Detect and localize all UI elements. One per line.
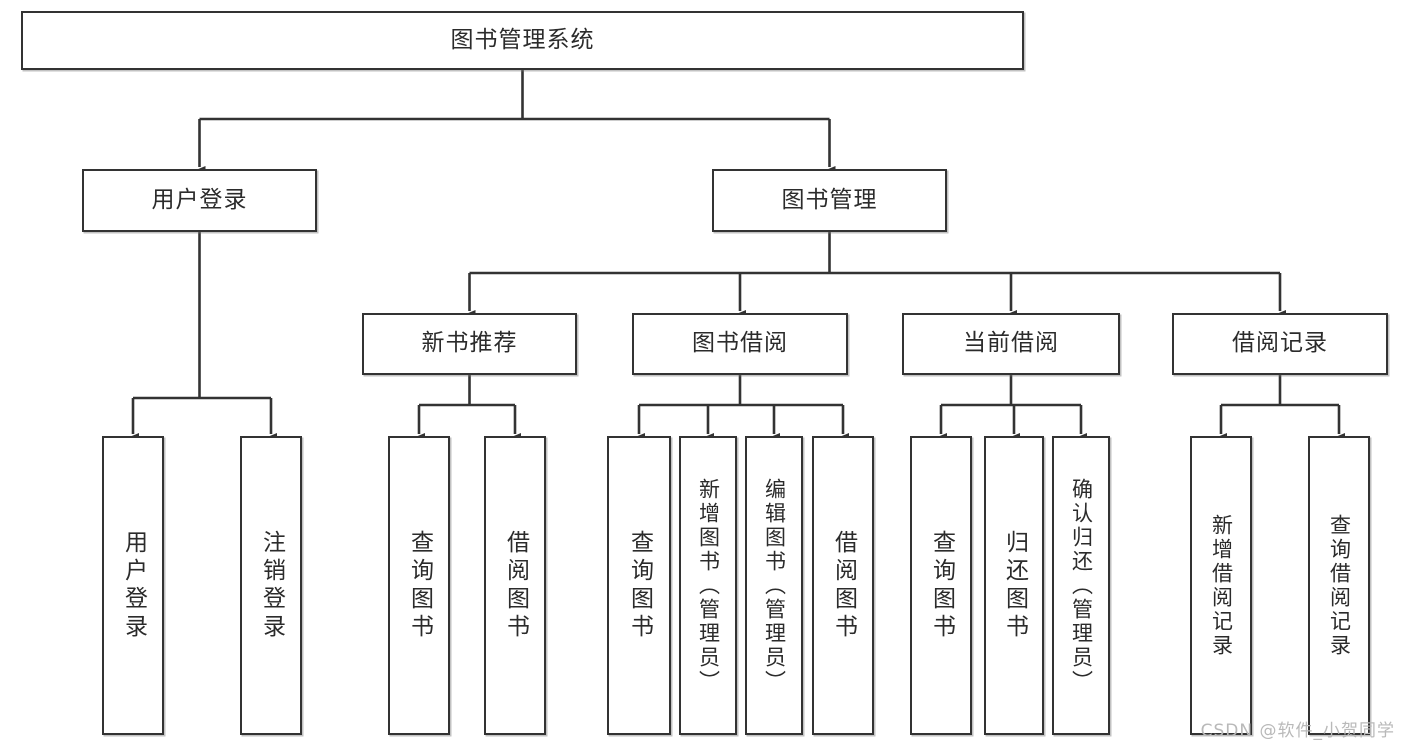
leaf-label-leaf-borrow-book-2: 借阅图书 bbox=[830, 529, 857, 642]
leaf-leaf-borrow-book-2[interactable]: 借阅图书 bbox=[812, 436, 874, 735]
leaf-leaf-user-login[interactable]: 用户登录 bbox=[102, 436, 164, 735]
leaf-leaf-return-book[interactable]: 归还图书 bbox=[984, 436, 1044, 735]
leaf-label-leaf-add-book-admin: 新增图书（管理员） bbox=[696, 477, 721, 694]
leaf-leaf-confirm-return-admin[interactable]: 确认归还（管理员） bbox=[1052, 436, 1110, 735]
node-book-management[interactable]: 图书管理 bbox=[712, 169, 947, 232]
node-user-login[interactable]: 用户登录 bbox=[82, 169, 317, 232]
leaf-leaf-borrow-book-1[interactable]: 借阅图书 bbox=[484, 436, 546, 735]
node-label-book-borrow: 图书借阅 bbox=[692, 330, 788, 357]
leaf-label-leaf-edit-book-admin: 编辑图书（管理员） bbox=[762, 477, 787, 694]
leaf-leaf-query-record[interactable]: 查询借阅记录 bbox=[1308, 436, 1370, 735]
node-current-borrow[interactable]: 当前借阅 bbox=[902, 313, 1120, 375]
leaf-label-leaf-query-book-3: 查询图书 bbox=[928, 529, 955, 642]
node-label-book-management: 图书管理 bbox=[781, 186, 878, 213]
leaf-leaf-query-book-3[interactable]: 查询图书 bbox=[910, 436, 972, 735]
node-borrow-record[interactable]: 借阅记录 bbox=[1172, 313, 1388, 375]
leaf-label-leaf-query-book-1: 查询图书 bbox=[406, 529, 433, 642]
leaf-label-leaf-query-record: 查询借阅记录 bbox=[1327, 513, 1352, 658]
leaf-label-leaf-confirm-return-admin: 确认归还（管理员） bbox=[1069, 477, 1094, 694]
node-label-user-login: 用户登录 bbox=[151, 186, 248, 213]
node-label-borrow-record: 借阅记录 bbox=[1232, 330, 1328, 357]
node-book-borrow[interactable]: 图书借阅 bbox=[632, 313, 848, 375]
leaf-leaf-query-book-1[interactable]: 查询图书 bbox=[388, 436, 450, 735]
node-root[interactable]: 图书管理系统 bbox=[21, 11, 1024, 70]
node-label-current-borrow: 当前借阅 bbox=[963, 330, 1059, 357]
leaf-label-leaf-user-login: 用户登录 bbox=[120, 529, 147, 642]
leaf-label-leaf-add-record: 新增借阅记录 bbox=[1209, 513, 1234, 658]
leaf-label-leaf-logout: 注销登录 bbox=[258, 529, 285, 642]
leaf-label-leaf-return-book: 归还图书 bbox=[1001, 529, 1028, 642]
leaf-leaf-logout[interactable]: 注销登录 bbox=[240, 436, 302, 735]
csdn-watermark: CSDN @软件_小贺同学 bbox=[1200, 721, 1395, 741]
leaf-leaf-add-book-admin[interactable]: 新增图书（管理员） bbox=[679, 436, 737, 735]
leaf-leaf-edit-book-admin[interactable]: 编辑图书（管理员） bbox=[745, 436, 803, 735]
node-label-new-book-recommend: 新书推荐 bbox=[421, 330, 518, 357]
leaf-leaf-add-record[interactable]: 新增借阅记录 bbox=[1190, 436, 1252, 735]
node-new-book-recommend[interactable]: 新书推荐 bbox=[362, 313, 577, 375]
leaf-leaf-query-book-2[interactable]: 查询图书 bbox=[607, 436, 671, 735]
leaf-label-leaf-query-book-2: 查询图书 bbox=[626, 529, 653, 642]
leaf-label-leaf-borrow-book-1: 借阅图书 bbox=[502, 529, 529, 642]
node-label-root: 图书管理系统 bbox=[450, 26, 595, 53]
